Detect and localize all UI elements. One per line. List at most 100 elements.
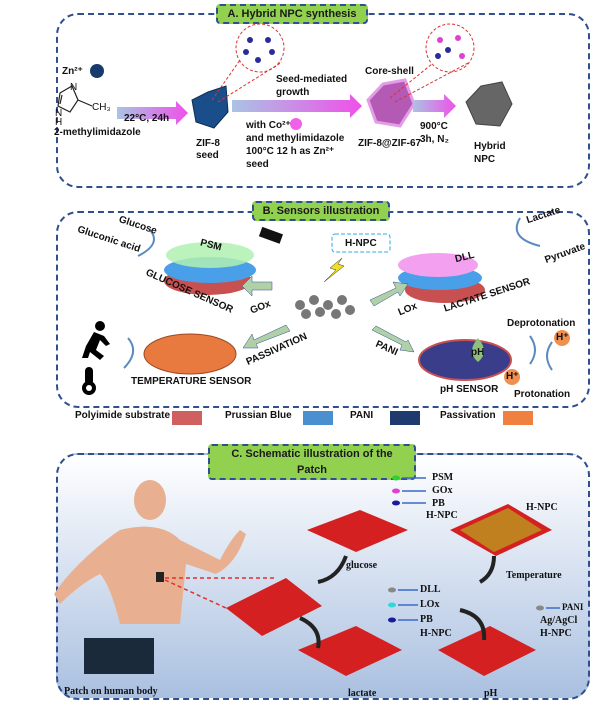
npc-label-2: NPC [474, 154, 496, 165]
chest-patch-icon [156, 572, 164, 582]
glucose-patch [307, 510, 408, 552]
laser-bolt-icon [323, 257, 345, 283]
legend-pani-swatch [390, 411, 420, 425]
step3-label-1: 900°C [420, 121, 448, 132]
hplus-ion-icon [554, 330, 570, 346]
dll-dot [388, 587, 396, 593]
thermometer-icon [82, 367, 96, 395]
coreshell-label: Core-shell [365, 66, 414, 77]
passivation-arrow [242, 324, 291, 349]
lactate-layer-dll: DLL [420, 584, 441, 595]
glucose-layer-hnpc: H-NPC [426, 510, 458, 521]
ph-drop-icon [472, 338, 484, 362]
step1-label: 22°C, 24h [124, 113, 170, 124]
lactate-dll-layer [398, 253, 478, 277]
pb-dot [392, 500, 400, 506]
glucose-label: glucose [346, 560, 378, 571]
zif8-seed-label: seed [196, 150, 219, 161]
lactate-layer-lox: LOx [420, 599, 440, 610]
condition-line-2: and methylimidazole [246, 133, 345, 144]
protonation-label: Protonation [514, 389, 571, 400]
hnpc-box [331, 233, 391, 253]
arrow-to-glucose [317, 555, 348, 584]
arrow-step2 [232, 94, 362, 118]
lox-arrow [369, 281, 409, 307]
hplus-label-2: H⁺ [506, 371, 519, 382]
spray-nozzle-icon [258, 226, 283, 244]
temperature-pad [460, 508, 542, 552]
zif8-framework-icon [243, 37, 275, 63]
ph-layer-pani: PANI [562, 602, 584, 612]
lactate-layer-hnpc: H-NPC [420, 628, 452, 639]
glucose-layer-psm: PSM [432, 472, 454, 483]
n2-label: N [55, 108, 63, 119]
hnpc-label: H-NPC [345, 238, 377, 249]
legend-passivation-swatch [503, 411, 533, 425]
pani-dot [536, 605, 544, 611]
zif67-label: ZIF-8@ZIF-67 [358, 138, 422, 149]
ph-layer-hnpc: H-NPC [540, 628, 572, 639]
zn-label: Zn²⁺ [62, 66, 83, 77]
runner-icon [82, 321, 110, 360]
arrow-to-ph [459, 608, 487, 641]
lactate-patch [298, 626, 402, 676]
lactate-curve-arrow [515, 217, 541, 247]
h-npc-graphene-icon [295, 295, 355, 319]
growth-label-1: Seed-mediated [276, 74, 348, 85]
deprotonation-label: Deprotonation [507, 318, 576, 329]
zif67-framework-icon [435, 35, 465, 59]
human-body-figure [54, 480, 246, 624]
legend-prussian-blue-swatch [303, 411, 333, 425]
npc-label-1: Hybrid [474, 141, 506, 152]
patch-on-body-label: Patch on human body [64, 686, 158, 697]
arrow-to-temperature [478, 555, 496, 584]
temperature-sensor-layer [143, 333, 237, 375]
ph-patch [438, 626, 536, 676]
panel-a-graphics [57, 23, 513, 130]
legend-passivation-label: Passivation [440, 410, 496, 421]
coreshell-crystal-icon [366, 78, 416, 128]
h-label: H [55, 117, 63, 128]
zn-ion-icon [90, 64, 104, 78]
n1-label: N [70, 82, 78, 93]
hplus-label-1: H⁺ [556, 332, 569, 343]
temp-curve-arrow [123, 337, 135, 369]
arrow-step1 [117, 101, 188, 125]
legend-polyimide-swatch [172, 411, 202, 425]
zif8-label: ZIF-8 [196, 138, 220, 149]
arrow-step3 [413, 94, 456, 118]
gox-dot [392, 488, 400, 494]
ph-layer-agagcl: Ag/AgCl [540, 615, 578, 626]
legend-prussian-blue-label: Prussian Blue [225, 410, 292, 421]
panel-c-title: C. Schematic illustration of the Patch [208, 444, 416, 480]
ch3-label: CH₃ [92, 102, 111, 113]
imidazole-structure-icon [57, 85, 93, 113]
ph-drop-label: pH [471, 347, 485, 358]
lactate-label: lactate [348, 688, 377, 699]
zif8-crystal-icon [191, 85, 229, 129]
step3-label-2: 3h, N₂ [420, 134, 449, 145]
hybrid-npc-crystal-icon [465, 81, 513, 127]
panel-b-title: B. Sensors illustration [252, 201, 390, 221]
condition-line-4: seed [246, 159, 269, 170]
ph-label: pH [484, 688, 498, 699]
arrow-to-lactate [299, 616, 321, 649]
glucose-curve-arrow [137, 229, 155, 257]
central-patch [226, 578, 322, 636]
temperature-sensor-label: TEMPERATURE SENSOR [131, 376, 252, 387]
glucose-layer-gox: GOx [432, 485, 453, 496]
temperature-layer-hnpc: H-NPC [526, 502, 558, 513]
panel-a-title: A. Hybrid NPC synthesis [216, 4, 368, 24]
psm-dot [392, 475, 400, 481]
shorts [84, 638, 154, 674]
panel-b-graphics [82, 217, 570, 395]
precursor-label: 2-methylimidazole [54, 127, 141, 138]
legend-pani-label: PANI [350, 410, 374, 421]
ph-sensor-layer [418, 339, 512, 381]
legend-polyimide-label: Polyimide substrate [75, 410, 171, 421]
glucose-psm-layer [166, 242, 254, 268]
zoom-circle-zif8 [235, 23, 285, 73]
growth-label-2: growth [276, 87, 310, 98]
co-ion-icon [290, 118, 302, 130]
